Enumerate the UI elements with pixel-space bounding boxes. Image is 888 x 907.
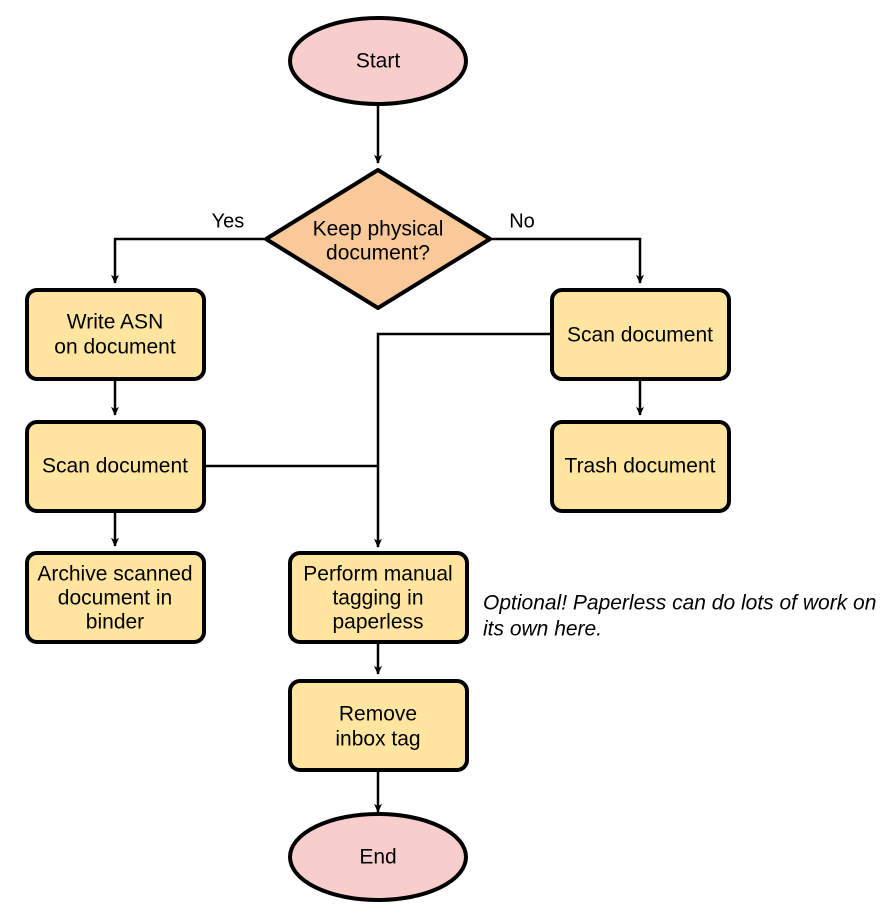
manual-tagging-label-line1: Perform manual <box>303 563 452 586</box>
node-start[interactable]: Start <box>288 16 468 106</box>
manual-tagging-label-line2: tagging in <box>332 587 423 610</box>
edge-label-yes: Yes <box>212 210 245 232</box>
decision-label-line2: document? <box>326 242 430 265</box>
decision-diamond-shape <box>264 168 492 310</box>
remove-inbox-box-shape <box>288 679 469 772</box>
edge-layer <box>111 104 644 813</box>
scan-document-left-box-shape <box>25 420 206 513</box>
edge-decision-yes-to-write-asn <box>111 237 264 284</box>
annotation-line1: Optional! Paperless can do lots of work … <box>483 592 876 615</box>
manual-tagging-box-shape <box>288 551 469 644</box>
edge-decision-no-to-scan-right <box>491 237 644 284</box>
node-scan-document-right[interactable]: Scan document <box>550 288 731 381</box>
manual-tagging-label-line3: paperless <box>332 611 423 634</box>
remove-inbox-label-line2: inbox tag <box>335 728 420 751</box>
node-decision-keep-physical-document[interactable]: Keep physical document? <box>264 168 492 310</box>
start-ellipse-shape <box>288 16 468 106</box>
node-trash-document[interactable]: Trash document <box>550 420 731 513</box>
write-asn-label-line2: on document <box>54 336 176 359</box>
decision-label-line1: Keep physical <box>313 218 444 241</box>
node-scan-document-left[interactable]: Scan document <box>25 420 206 513</box>
scan-document-right-box-shape <box>550 288 731 381</box>
write-asn-box-shape <box>25 288 206 381</box>
node-manual-tagging[interactable]: Perform manual tagging in paperless <box>288 551 469 644</box>
archive-label-line1: Archive scanned <box>37 563 192 586</box>
archive-label-line3: binder <box>86 611 144 634</box>
scan-document-right-label: Scan document <box>567 324 713 347</box>
archive-label-line2: document in <box>58 587 172 610</box>
node-write-asn[interactable]: Write ASN on document <box>25 288 206 381</box>
start-label: Start <box>356 50 401 73</box>
trash-document-box-shape <box>550 420 731 513</box>
annotation-optional-note: Optional! Paperless can do lots of work … <box>483 592 876 641</box>
end-label: End <box>359 846 396 869</box>
annotation-line2: its own here. <box>483 618 602 641</box>
node-archive-scanned-document[interactable]: Archive scanned document in binder <box>25 551 206 644</box>
archive-box-shape <box>25 551 206 644</box>
end-ellipse-shape <box>288 812 468 902</box>
edge-scan-right-to-manual-tagging <box>374 332 552 548</box>
scan-document-left-label: Scan document <box>42 455 188 478</box>
trash-document-label: Trash document <box>565 455 716 478</box>
edge-label-no: No <box>509 210 535 232</box>
remove-inbox-label-line1: Remove <box>339 703 417 726</box>
write-asn-label-line1: Write ASN <box>67 311 163 334</box>
node-end[interactable]: End <box>288 812 468 902</box>
node-remove-inbox-tag[interactable]: Remove inbox tag <box>288 679 469 772</box>
